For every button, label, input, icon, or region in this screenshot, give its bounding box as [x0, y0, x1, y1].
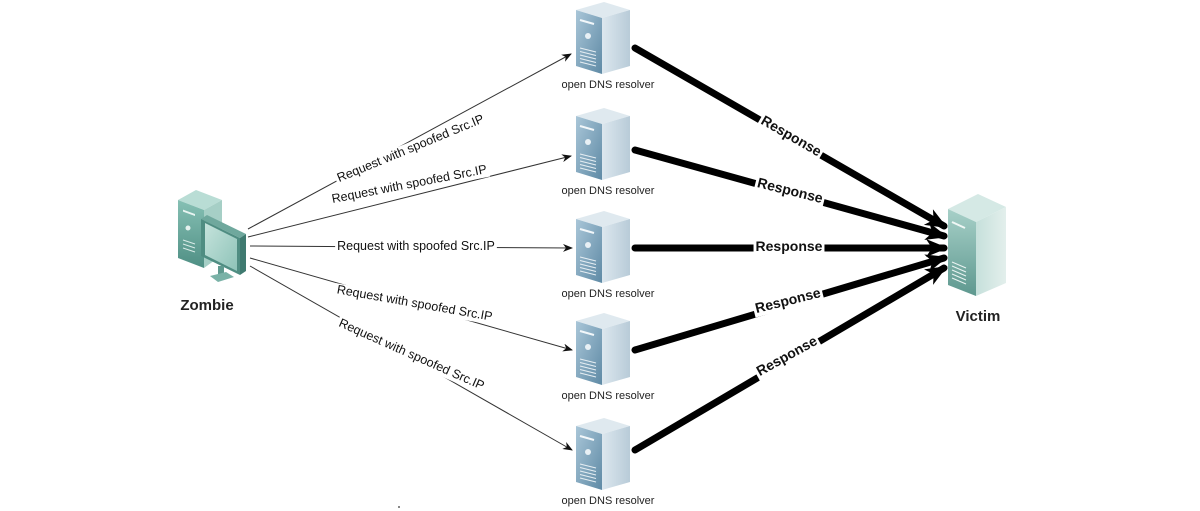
request-label: Request with spoofed Src.IP [337, 316, 487, 393]
response-label-bg [752, 332, 822, 381]
request-label-bg [333, 283, 496, 325]
request-arrow [247, 53, 572, 230]
request-label: Request with spoofed Src.IP [337, 239, 495, 253]
response-edge: Response [631, 238, 948, 257]
resolver-label: open DNS resolver [562, 79, 655, 91]
dns-resolver-node[interactable]: open DNS resolver [562, 418, 655, 507]
server-icon [576, 108, 630, 180]
zombie-label: Zombie [180, 297, 233, 314]
request-label-bg [333, 111, 489, 187]
resolver-nodes: open DNS resolver open DNS resolver open D… [562, 2, 655, 507]
dns-resolver-node[interactable]: open DNS resolver [562, 313, 655, 402]
response-label: Response [756, 174, 825, 206]
server-icon [948, 194, 1006, 296]
response-label-bg [756, 111, 826, 162]
dns-resolver-node[interactable]: open DNS resolver [562, 108, 655, 197]
desktop-computer-icon [178, 190, 246, 282]
request-edge: Request with spoofed Src.IP [249, 239, 573, 254]
response-label: Response [759, 112, 825, 159]
server-icon [576, 211, 630, 283]
resolver-label: open DNS resolver [562, 390, 655, 402]
victim-label: Victim [956, 308, 1001, 325]
response-label: Response [756, 238, 823, 254]
request-edge: Request with spoofed Src.IP [249, 257, 573, 352]
request-edge: Request with spoofed Src.IP [249, 265, 573, 451]
request-arrow [247, 154, 572, 238]
resolver-label: open DNS resolver [562, 185, 655, 197]
victim-node[interactable]: Victim [948, 194, 1006, 325]
response-edge: Response [631, 254, 948, 354]
zombie-node[interactable]: Zombie [178, 190, 246, 314]
request-edge: Request with spoofed Src.IP [247, 154, 572, 238]
request-label-bg [328, 162, 491, 208]
request-label-bg [334, 315, 488, 395]
dns-resolver-node[interactable]: open DNS resolver [562, 211, 655, 300]
request-edge: Request with spoofed Src.IP [247, 53, 572, 230]
response-label: Response [753, 332, 819, 379]
server-icon [576, 313, 630, 385]
request-label-bg [335, 240, 497, 254]
response-label-bg [751, 284, 825, 318]
response-label: Response [753, 284, 822, 316]
server-icon [576, 2, 630, 74]
resolver-label: open DNS resolver [562, 288, 655, 300]
request-label: Request with spoofed Src.IP [336, 282, 494, 323]
response-edge: Response [631, 146, 948, 240]
dns-resolver-node[interactable]: open DNS resolver [562, 2, 655, 91]
response-edge: Response [631, 44, 948, 230]
response-label-bg [753, 239, 825, 255]
resolver-label: open DNS resolver [562, 495, 655, 507]
stray-mark [398, 506, 400, 508]
response-label-bg [753, 174, 827, 208]
server-icon [576, 418, 630, 490]
